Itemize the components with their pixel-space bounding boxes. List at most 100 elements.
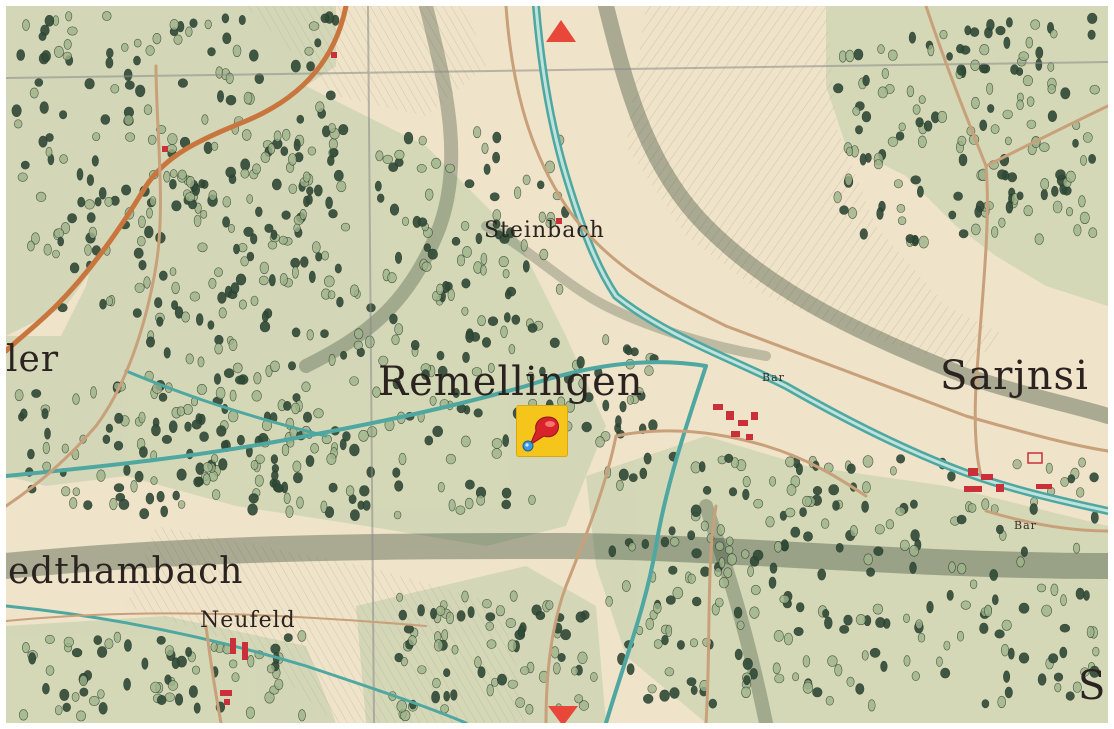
tree-symbol xyxy=(171,281,180,295)
map-viewport[interactable]: Remellingen Steinbach Sarjnsi edthambach… xyxy=(6,6,1108,723)
tree-symbol xyxy=(38,32,47,41)
tree-symbol xyxy=(308,270,316,284)
buildings xyxy=(162,52,1052,705)
tree-symbol xyxy=(923,120,933,132)
tree-symbol xyxy=(72,487,81,497)
tree-symbol xyxy=(1016,556,1025,568)
tree-symbol xyxy=(273,130,282,143)
tree-symbol xyxy=(853,48,864,61)
tree-symbol xyxy=(133,55,141,66)
tree-symbol xyxy=(910,175,922,185)
tree-symbol xyxy=(65,11,73,22)
tree-symbol xyxy=(31,389,42,398)
tree-symbol xyxy=(118,498,130,510)
tree-symbol xyxy=(53,228,65,239)
tree-symbol xyxy=(742,476,751,488)
tree-symbol xyxy=(957,562,967,575)
tree-symbol xyxy=(328,123,336,133)
tree-symbol xyxy=(504,290,512,300)
tree-symbol xyxy=(861,500,869,513)
tree-symbol xyxy=(462,246,472,258)
tree-symbol xyxy=(461,306,469,316)
tree-symbol xyxy=(105,423,113,433)
tree-symbol xyxy=(793,626,804,636)
tree-symbol xyxy=(306,61,315,72)
tree-symbol xyxy=(485,621,494,631)
tree-symbol xyxy=(159,270,168,281)
tree-symbol xyxy=(445,611,455,625)
tree-symbol xyxy=(169,169,178,178)
tree-symbol xyxy=(918,95,926,104)
tree-symbol xyxy=(784,507,796,518)
tree-symbol xyxy=(171,200,182,212)
location-pin-icon[interactable] xyxy=(516,405,568,457)
tree-symbol xyxy=(431,157,442,169)
tree-symbol xyxy=(989,569,999,581)
tree-symbol xyxy=(18,709,29,721)
tree-symbol xyxy=(660,536,670,548)
tree-symbol xyxy=(1065,170,1076,183)
tree-symbol xyxy=(42,441,50,455)
tree-symbol xyxy=(84,199,95,210)
tree-symbol xyxy=(702,485,712,495)
tree-symbol xyxy=(855,683,865,695)
tree-symbol xyxy=(578,378,587,389)
tree-symbol xyxy=(325,90,336,101)
tree-symbol xyxy=(726,553,737,566)
tree-symbol xyxy=(575,611,586,623)
tree-symbol xyxy=(990,124,1000,134)
pan-north-arrow-icon[interactable] xyxy=(546,20,576,42)
tree-symbol xyxy=(71,647,83,658)
tree-symbol xyxy=(1089,84,1100,95)
tree-symbol xyxy=(193,214,202,227)
tree-symbol xyxy=(1012,459,1022,470)
tree-symbol xyxy=(476,494,486,506)
tree-symbol xyxy=(222,216,230,228)
tree-symbol xyxy=(595,436,605,448)
tree-symbol xyxy=(354,328,364,340)
tree-symbol xyxy=(1088,227,1098,238)
tree-symbol xyxy=(59,154,68,164)
tree-symbol xyxy=(956,630,964,642)
tree-symbol xyxy=(143,104,153,115)
tree-symbol xyxy=(401,216,409,226)
tree-symbol xyxy=(740,549,750,559)
tree-symbol xyxy=(102,11,112,21)
tree-symbol xyxy=(134,470,144,483)
rivers xyxy=(6,6,1108,723)
tree-symbol xyxy=(104,196,113,207)
tree-symbol xyxy=(298,709,306,722)
tree-symbol xyxy=(718,577,729,589)
tree-symbol xyxy=(743,675,751,686)
tree-symbol xyxy=(358,429,369,442)
tree-symbol xyxy=(296,114,305,124)
place-label-ler: ler xyxy=(6,339,60,380)
tree-symbol xyxy=(156,316,164,327)
tree-symbol xyxy=(519,666,530,675)
tree-symbol xyxy=(199,431,209,442)
tree-symbol xyxy=(749,606,760,619)
tree-symbol xyxy=(297,630,307,642)
tree-symbol xyxy=(465,330,474,343)
tree-symbol xyxy=(84,244,92,256)
tree-symbol xyxy=(308,21,320,31)
tree-symbol xyxy=(52,249,60,259)
tree-symbol xyxy=(1016,191,1024,201)
tree-symbol xyxy=(477,666,486,679)
tree-symbol xyxy=(123,464,131,476)
tree-symbol xyxy=(174,306,184,319)
tree-symbol xyxy=(41,50,51,63)
tree-symbol xyxy=(20,160,30,170)
tree-symbol xyxy=(1072,681,1082,693)
tree-symbol xyxy=(423,243,431,252)
historic-map-canvas[interactable] xyxy=(6,6,1108,723)
tree-symbol xyxy=(549,337,560,348)
pan-south-arrow-icon[interactable] xyxy=(548,706,578,723)
tree-symbol xyxy=(167,680,179,691)
tree-symbol xyxy=(192,665,201,675)
tree-symbol xyxy=(394,251,402,264)
tree-symbol xyxy=(668,526,676,536)
tree-symbol xyxy=(307,146,317,156)
tree-symbol xyxy=(215,386,226,400)
tree-symbol xyxy=(35,191,47,202)
